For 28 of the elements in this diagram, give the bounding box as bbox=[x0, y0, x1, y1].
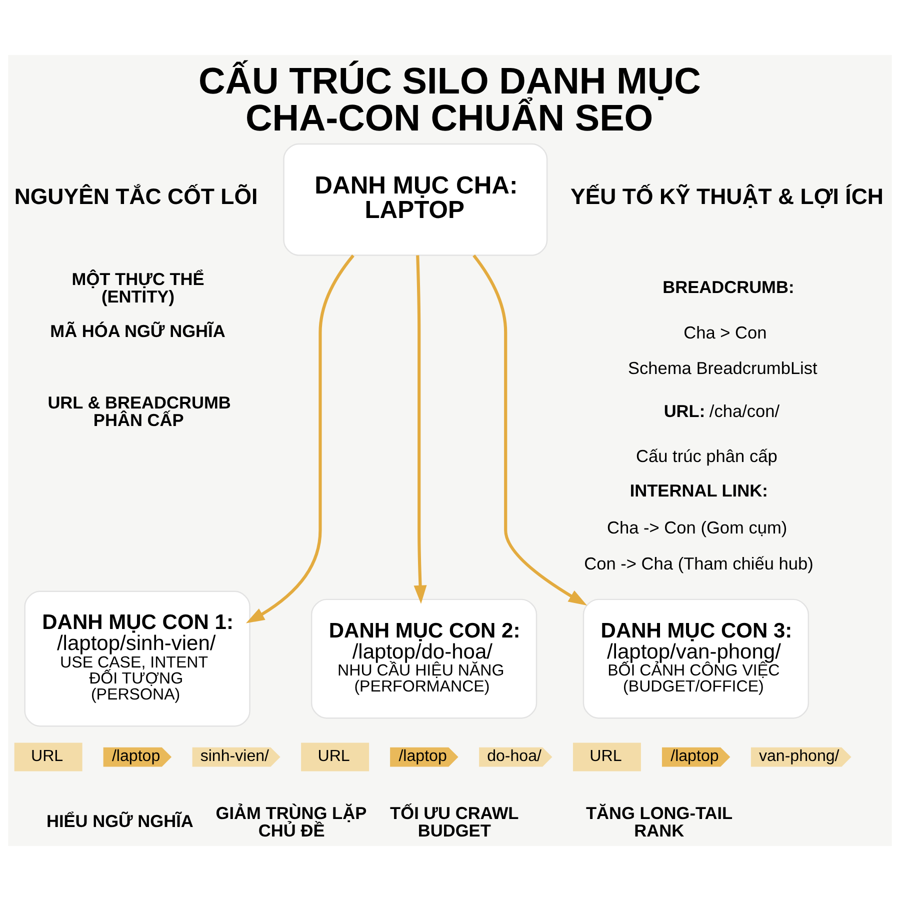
node-box: DANH MỤC CON 2: /laptop/do-hoa/ NHU CẦU HIỆU NĂNG (PERFORMANCE) bbox=[310, 598, 538, 718]
arrow bbox=[472, 254, 588, 605]
label: Cha > Con bbox=[684, 322, 767, 342]
arrow bbox=[246, 254, 354, 623]
node-box: URL bbox=[301, 742, 370, 771]
arrow bbox=[414, 254, 427, 604]
label: NGUYÊN TẮC CỐT LÕI bbox=[14, 183, 258, 208]
label: MỘT THỰC THỂ (ENTITY) bbox=[72, 268, 204, 306]
diagram-title: CẤU TRÚC SILO DANH MỤC CHA-CON CHUẨN SEO bbox=[198, 58, 701, 138]
label: URL & BREADCRUMB PHÂN CẤP bbox=[48, 392, 231, 430]
node-box: URL bbox=[14, 742, 82, 771]
label: Schema BreadcrumbList bbox=[628, 358, 818, 378]
label: Cấu trúc phân cấp bbox=[636, 445, 778, 466]
label: MÃ HÓA NGỮ NGHĨA bbox=[50, 320, 226, 341]
label: BREADCRUMB: bbox=[662, 276, 794, 297]
label: INTERNAL LINK: bbox=[630, 480, 768, 500]
node-box: DANH MỤC CON 3: /laptop/van-phong/ BỐI CẢNH CÔNG VIỆC (BUDGET/OFFICE) bbox=[582, 598, 810, 718]
label: TỐI ƯU CRAWL BUDGET bbox=[390, 802, 519, 840]
label: GIẢM TRÙNG LẶP CHỦ ĐỀ bbox=[216, 802, 367, 840]
node-box: URL bbox=[572, 742, 641, 771]
label: YẾU TỐ KỸ THUẬT & LỢI ÍCH bbox=[570, 183, 884, 208]
label: URL: /cha/con/ bbox=[664, 400, 780, 420]
label: TĂNG LONG-TAIL RANK bbox=[586, 802, 733, 840]
label: Cha -> Con (Gom cụm) bbox=[606, 517, 788, 538]
label: Con -> Cha (Tham chiếu hub) bbox=[584, 552, 814, 573]
node-box: DANH MỤC CHA: LAPTOP bbox=[283, 142, 548, 256]
node-box: DANH MỤC CON 1: /laptop/sinh-vien/ USE CASE, INTENT ĐỐI TƯỢNG (PERSONA) bbox=[24, 590, 250, 726]
label: HIỂU NGỮ NGHĨA bbox=[46, 810, 194, 831]
